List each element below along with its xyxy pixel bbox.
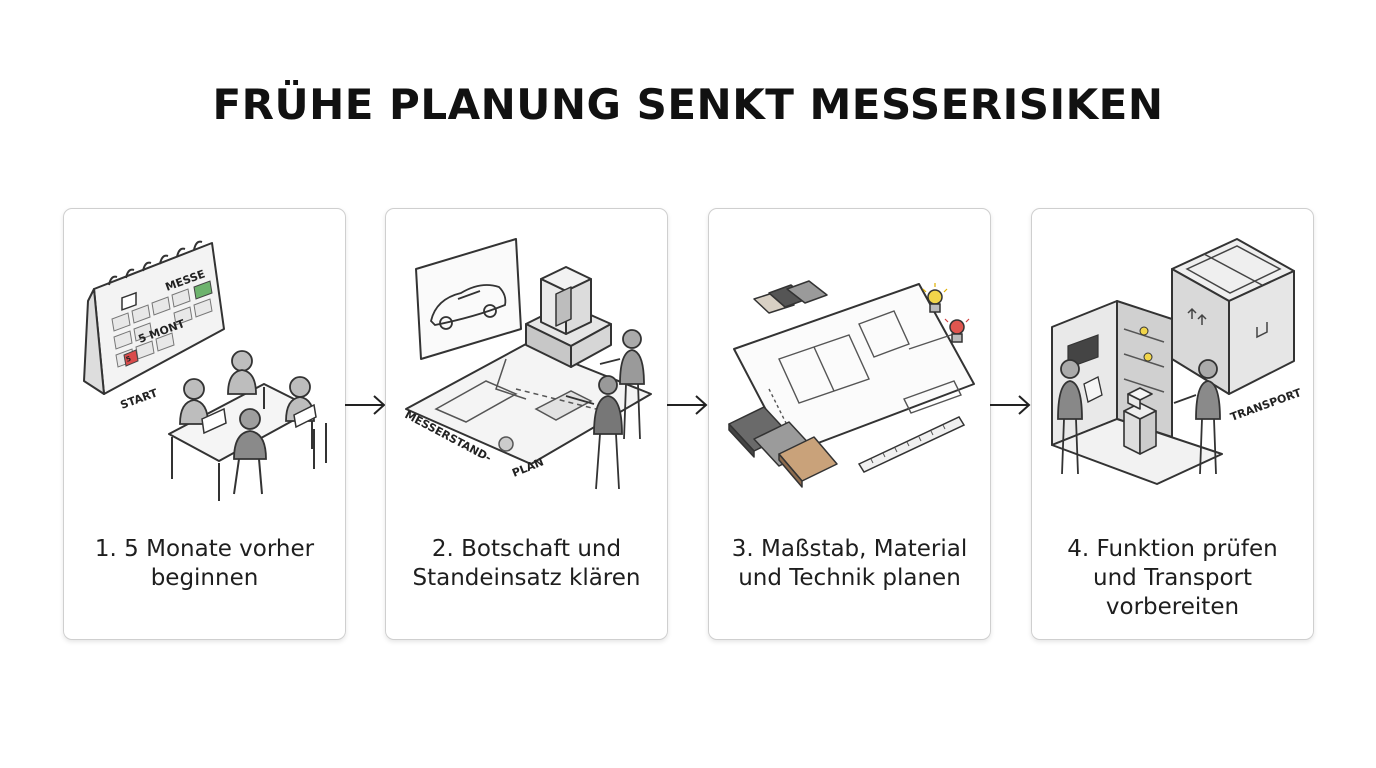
step-card-3: 3. Maßstab, Material und Technik planen [708,208,991,640]
arrow-right-icon [667,395,708,415]
step-label-4: 4. Funktion prüfen und Transport vorbere… [1067,536,1278,620]
arrow-right-icon [990,395,1031,415]
step-label-1: 1. 5 Monate vorher beginnen [94,536,315,591]
step-label-3: 3. Maßstab, Material und Technik planen [731,536,968,591]
page-title: FRÜHE PLANUNG SENKT MESSERISIKEN [212,80,1164,129]
booth-transport-illustration: TRANSPORT [1051,238,1304,485]
calendar-meeting-illustration: MESSE 5 MONT 5 START [83,240,327,501]
calendar-mark-label: 5 [125,355,132,364]
step-card-1: MESSE 5 MONT 5 START 1. 5 Monate vorher … [63,208,346,640]
arrow-right-icon [345,395,386,415]
step-label-2: 2. Botschaft und Standeinsatz klären [412,536,641,591]
blueprint-materials-illustration [728,280,975,488]
transport-label: TRANSPORT [1229,386,1304,424]
step-card-2: MESSERSTAND- PLAN 2. Botschaft und Stand… [385,208,668,640]
step-card-4: TRANSPORT 4. Funktion prüfen und Transpo… [1031,208,1314,640]
booth-floorplan-illustration: MESSERSTAND- PLAN [403,238,652,490]
start-label: START [119,386,160,412]
